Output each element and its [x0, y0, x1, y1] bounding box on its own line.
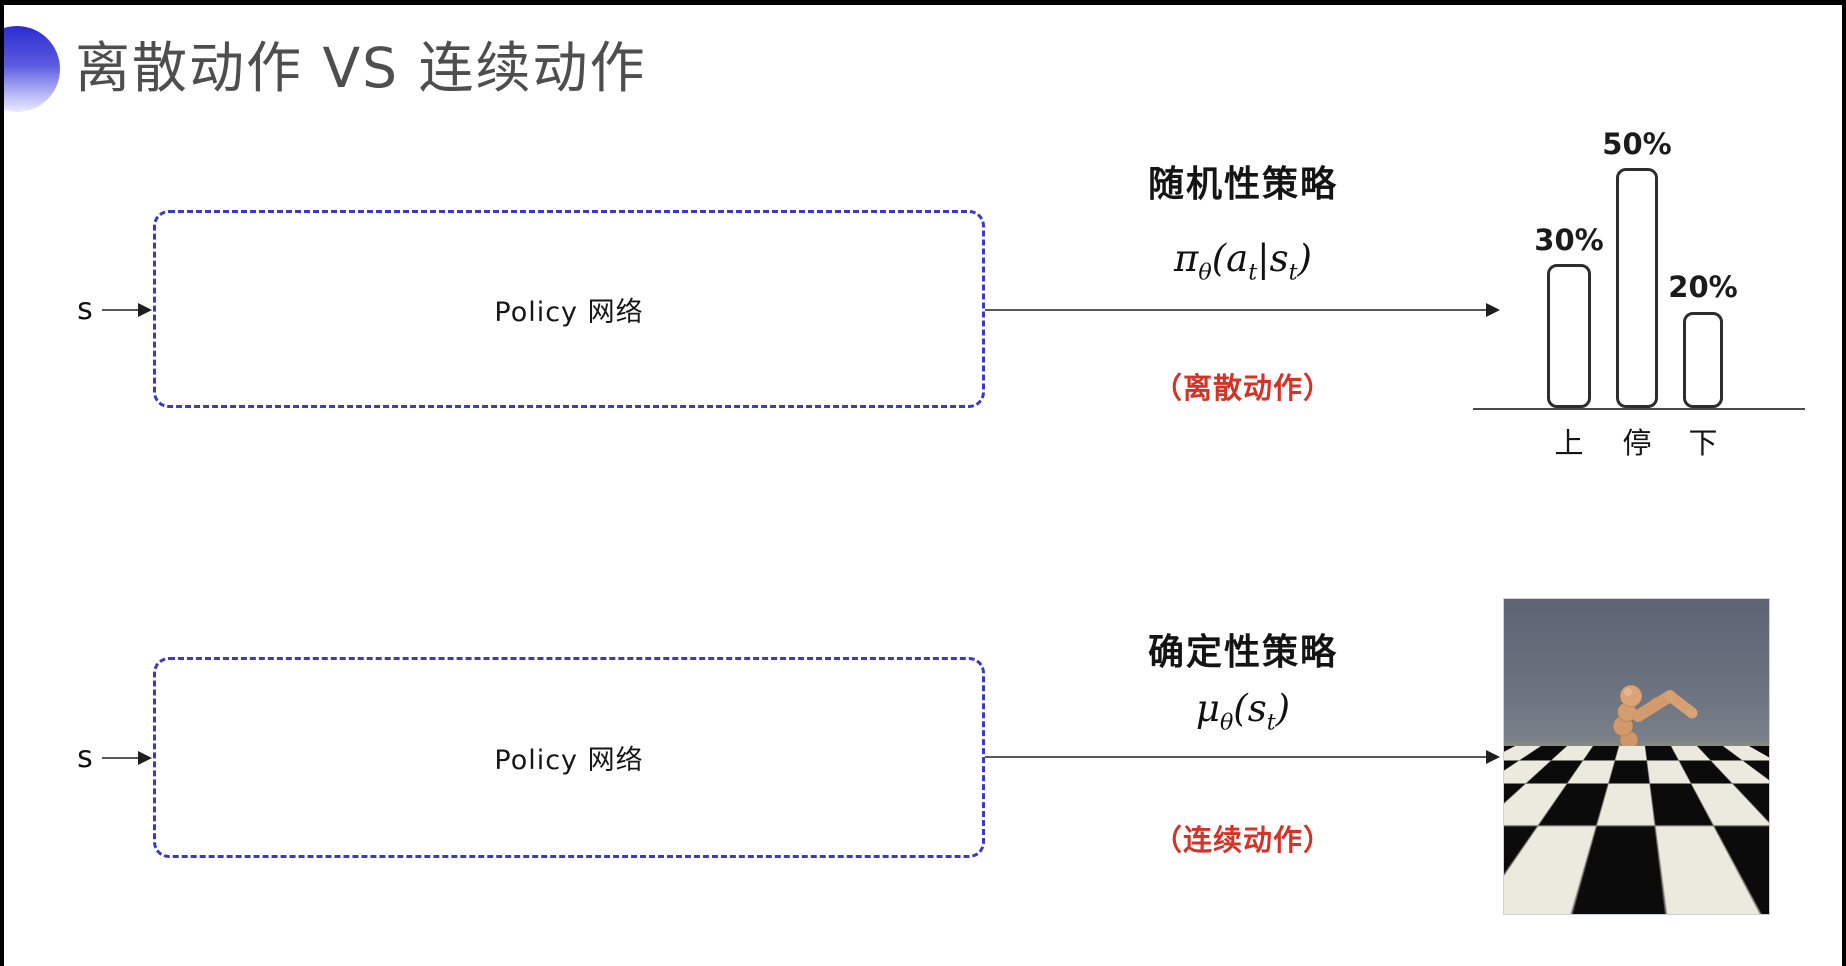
prob-bar-stop [1616, 168, 1658, 408]
formula-part: ) [1297, 237, 1312, 280]
policy-formula-stochastic: πθ(at|st) [1097, 237, 1389, 285]
policy-box-label: Policy 网络 [494, 296, 644, 328]
prob-bar-down [1683, 312, 1723, 408]
formula-sub: t [1266, 709, 1276, 736]
page-title: 离散动作 VS 连续动作 [75, 36, 647, 100]
state-input-label: s [77, 292, 93, 327]
policy-type-label: 确定性策略 [1147, 632, 1338, 673]
humanoid-robot-figure [1587, 684, 1698, 875]
output-arrow [985, 309, 1486, 311]
policy-network-box: Policy 网络 [153, 210, 985, 408]
slide-background: 离散动作 VS 连续动作 s Policy 网络 随机性策略 πθ(at|st)… [4, 5, 1842, 966]
formula-part: ) [1275, 687, 1291, 730]
state-input-label: s [77, 740, 93, 775]
policy-type-label: 随机性策略 [1147, 164, 1338, 205]
robot-arm [1632, 690, 1698, 722]
formula-part: π [1174, 237, 1199, 280]
formula-sub: t [1288, 259, 1298, 286]
bar-value-label: 30% [1534, 223, 1604, 257]
input-arrow [102, 757, 138, 759]
humanoid-simulation-image [1503, 598, 1770, 915]
action-type-note-continuous: （连续动作） [1152, 823, 1333, 857]
floor-reflection [1535, 882, 1674, 912]
policy-formula-deterministic: μθ(st) [1097, 687, 1389, 735]
prob-bar-up [1547, 264, 1591, 408]
action-type-note-discrete: （离散动作） [1152, 371, 1333, 405]
title-decoration-clip [4, 21, 66, 121]
formula-part: (s [1233, 687, 1267, 730]
output-arrow [985, 756, 1486, 758]
formula-part: |s [1257, 237, 1289, 280]
bar-category-label: 停 [1622, 426, 1652, 460]
bar-value-label: 20% [1668, 270, 1738, 304]
formula-part: (a [1211, 237, 1249, 280]
bar-value-label: 50% [1602, 127, 1672, 161]
input-arrow [102, 309, 138, 311]
blue-halfcircle-icon [4, 26, 60, 112]
chart-axis [1473, 408, 1805, 410]
formula-sub: θ [1198, 259, 1212, 286]
formula-sub: t [1248, 259, 1258, 286]
formula-sub: θ [1219, 709, 1234, 736]
robot-front-leg [1630, 762, 1660, 875]
bar-category-label: 上 [1554, 426, 1584, 460]
robot-torso [1612, 702, 1650, 777]
bar-category-label: 下 [1688, 426, 1718, 460]
policy-box-label: Policy 网络 [494, 745, 644, 776]
formula-part: μ [1195, 687, 1220, 730]
policy-network-box: Policy 网络 [153, 657, 985, 858]
action-probability-chart: 30% 50% 20% 上 停 下 [1473, 125, 1805, 465]
robot-head [1619, 684, 1643, 708]
